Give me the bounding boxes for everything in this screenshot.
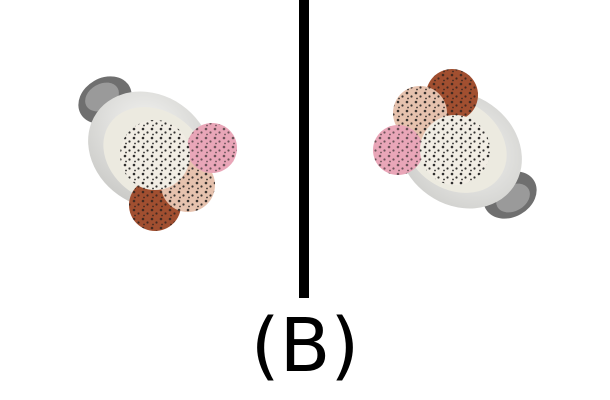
ice-cream-bowl-left bbox=[78, 76, 237, 231]
panel-caption: (B) bbox=[250, 303, 360, 389]
divider-line bbox=[299, 0, 309, 298]
ice-cream-bowl-right bbox=[373, 69, 537, 219]
